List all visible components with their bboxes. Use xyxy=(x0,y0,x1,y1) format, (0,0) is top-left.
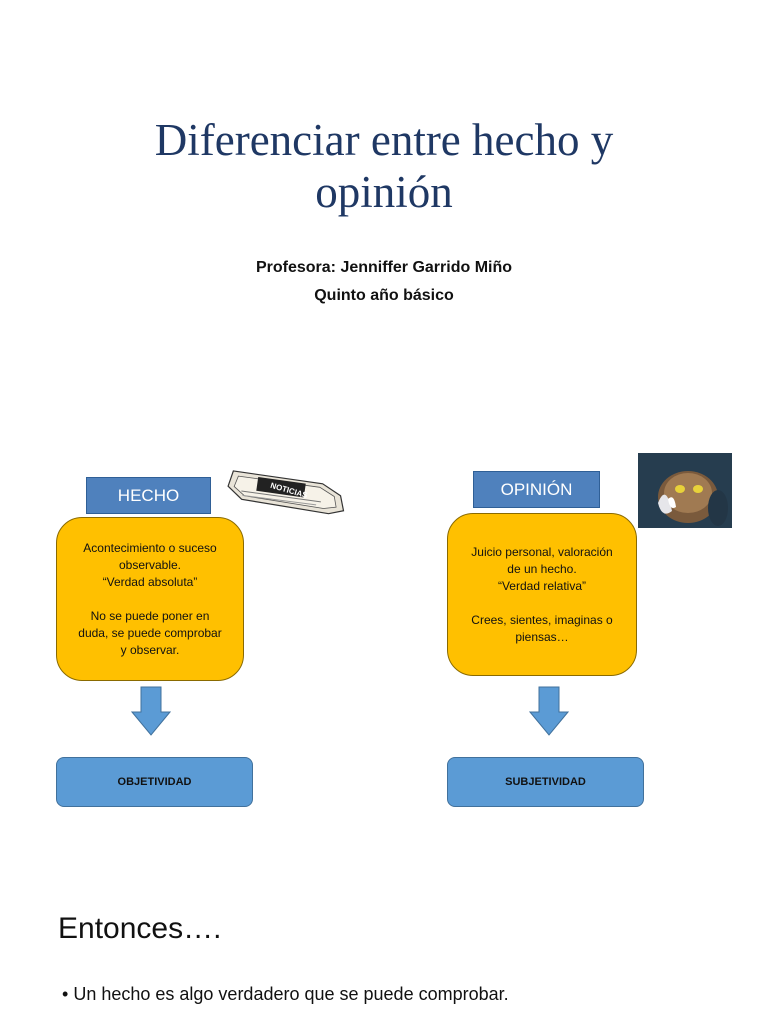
opinion-line-1: Juicio personal, valoración xyxy=(471,544,613,559)
teacher-name: Profesora: Jenniffer Garrido Miño xyxy=(255,259,513,276)
hecho-label: HECHO xyxy=(86,477,211,514)
bullet-dot: • xyxy=(62,984,69,1004)
opinion-line-2: de un hecho. xyxy=(507,561,577,576)
subjetividad-box: SUBJETIVIDAD xyxy=(447,757,644,807)
entonces-heading: Entonces…. xyxy=(58,912,222,945)
hecho-definition-box: Acontecimiento o suceso observable. “Ver… xyxy=(56,517,244,681)
grade-level: Quinto año básico xyxy=(314,287,454,304)
bullet-text: Un hecho es algo verdadero que se puede … xyxy=(73,984,509,1004)
opinion-line-5: Crees, sientes, imaginas o xyxy=(471,612,613,627)
hecho-line-3: “Verdad absoluta” xyxy=(102,574,198,589)
hecho-line-6: duda, se puede comprobar xyxy=(78,625,222,640)
down-arrow-icon xyxy=(529,686,569,736)
hecho-line-5: No se puede poner en xyxy=(90,608,210,623)
newspaper-image: NOTICIAS xyxy=(227,470,345,515)
opinion-label: OPINIÓN xyxy=(473,471,600,508)
opinion-line-6: piensas… xyxy=(515,629,569,644)
hecho-line-4 xyxy=(57,591,243,608)
slide-title: Diferenciar entre hecho y opinión xyxy=(60,114,708,218)
opinion-line-3: “Verdad relativa” xyxy=(497,578,587,593)
hecho-line-7: y observar. xyxy=(120,642,180,657)
title-line-1: Diferenciar entre hecho y xyxy=(154,115,614,165)
opinion-line-4 xyxy=(448,595,636,612)
hecho-line-1: Acontecimiento o suceso xyxy=(83,540,217,555)
character-image xyxy=(638,453,732,528)
hecho-line-2: observable. xyxy=(118,557,182,572)
bullet-item: • Un hecho es algo verdadero que se pued… xyxy=(62,984,509,1005)
opinion-definition-box: Juicio personal, valoración de un hecho.… xyxy=(447,513,637,676)
down-arrow-icon xyxy=(131,686,171,736)
title-line-2: opinión xyxy=(315,167,453,217)
objetividad-box: OBJETIVIDAD xyxy=(56,757,253,807)
